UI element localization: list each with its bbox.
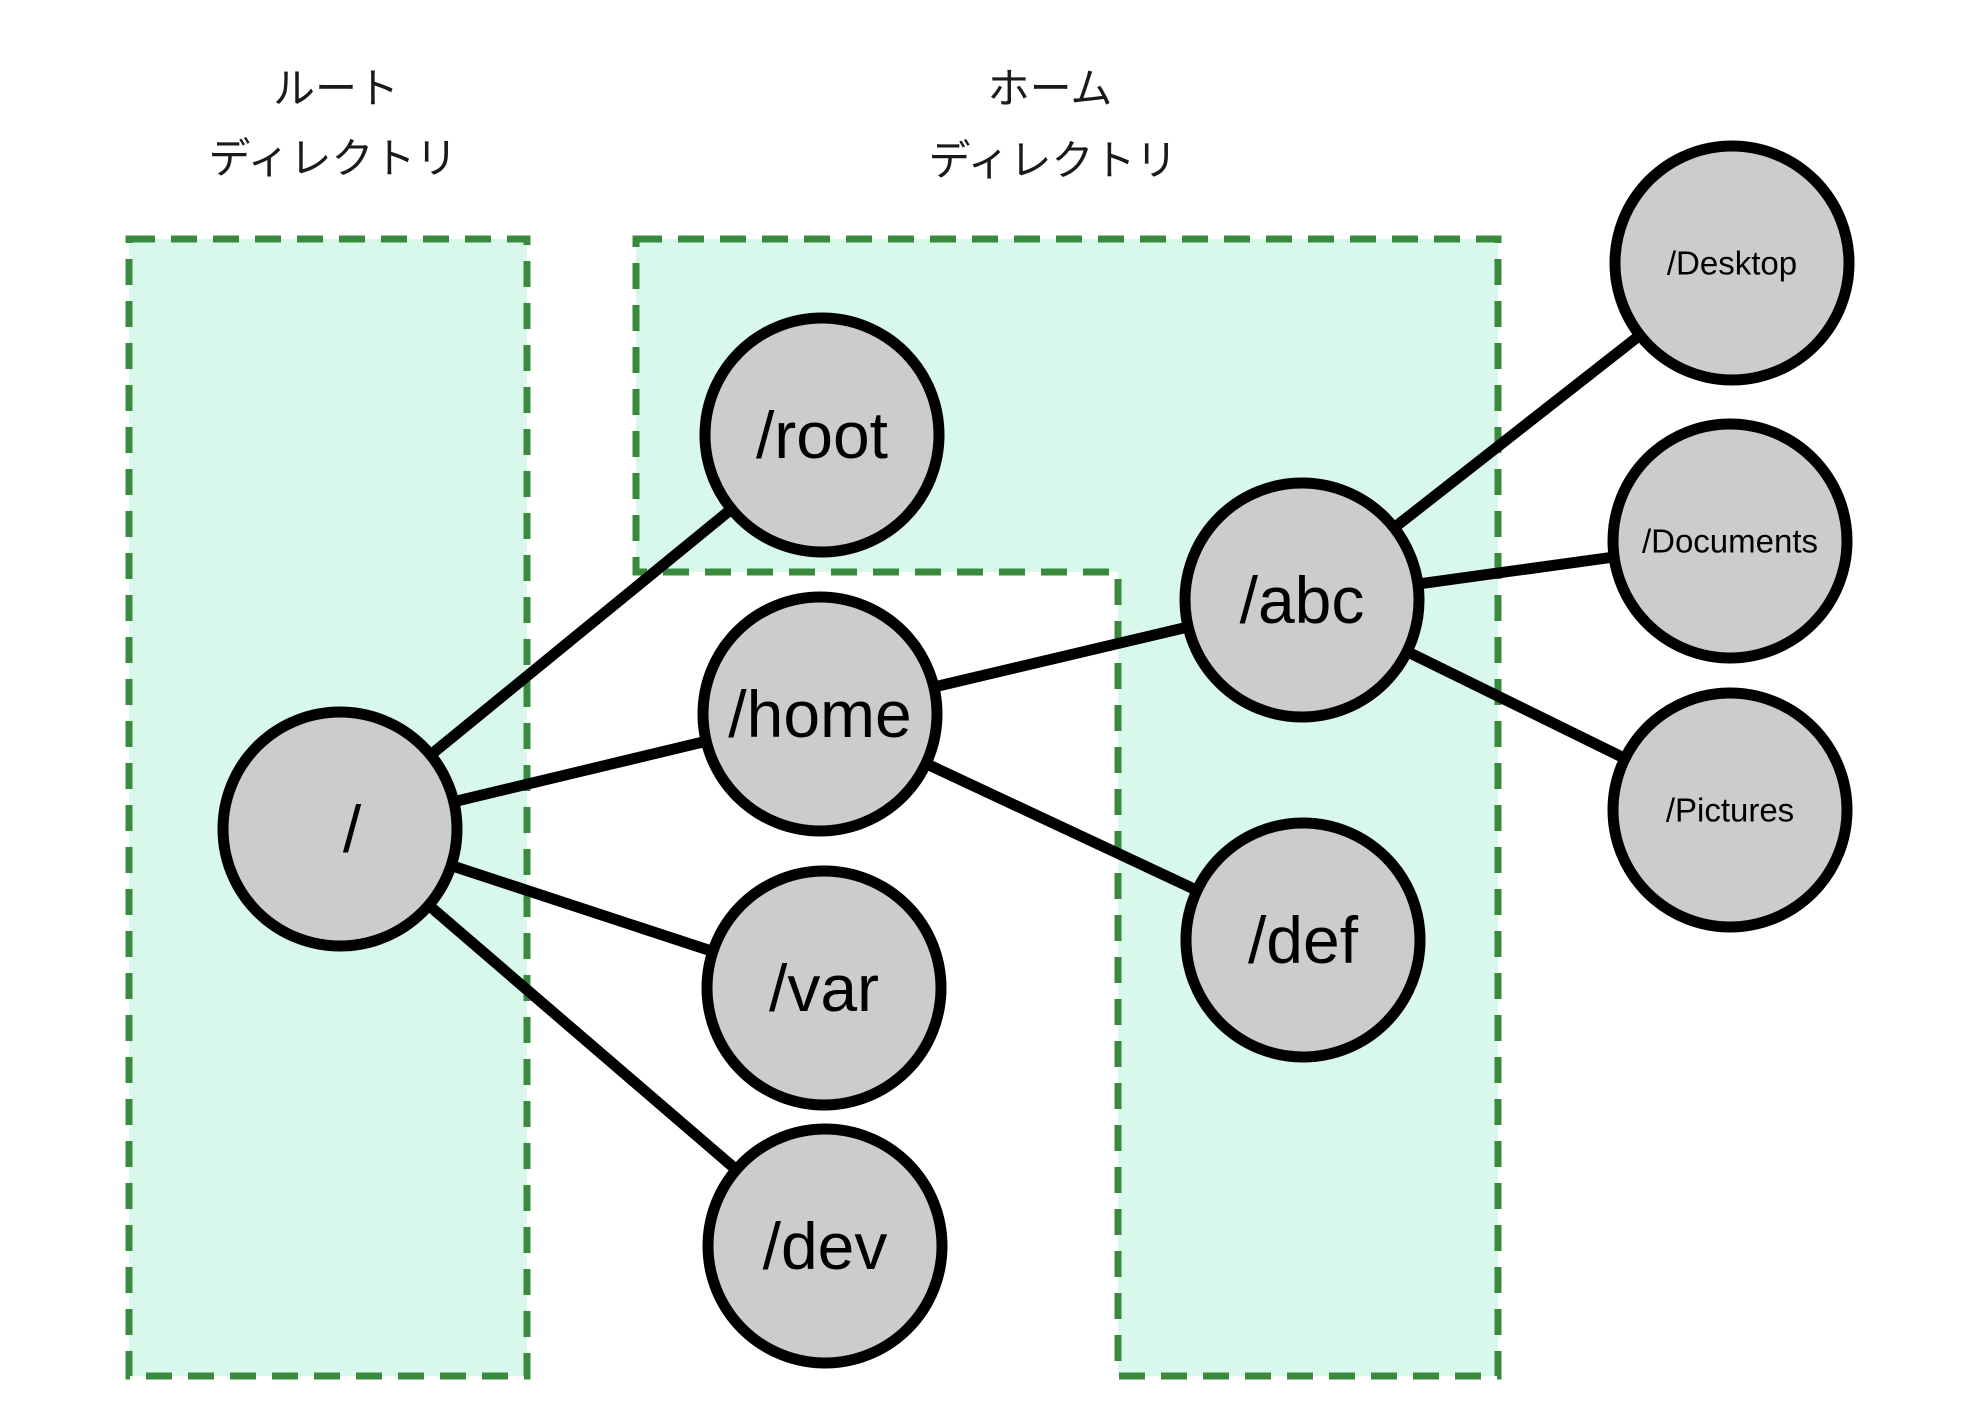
node-root-circle (699, 312, 945, 558)
home-directory-title-line1: ホーム (988, 65, 1113, 112)
node-root: /root (699, 312, 945, 558)
node-desktop-circle (1609, 140, 1855, 386)
node-var-label: /var (769, 951, 879, 1025)
node-desktop-label: /Desktop (1667, 245, 1797, 282)
node-abc-label: /abc (1240, 563, 1365, 637)
root-directory-title-line2: ディレクトリ (208, 135, 457, 182)
node-slash: / (217, 706, 463, 952)
region-home-directory-border (632, 235, 1502, 1380)
node-dev-label: /dev (763, 1209, 888, 1283)
node-def-circle (1180, 817, 1426, 1063)
node-def: /def (1180, 817, 1426, 1063)
node-var: /var (701, 865, 947, 1111)
region-root-directory-border (125, 235, 531, 1380)
node-pictures-circle (1607, 687, 1853, 933)
node-abc-circle (1179, 477, 1425, 723)
node-pictures: /Pictures (1607, 687, 1853, 933)
node-documents: /Documents (1607, 418, 1853, 664)
node-slash-circle (217, 706, 463, 952)
node-pictures-label: /Pictures (1666, 792, 1794, 829)
node-home-circle (697, 591, 943, 837)
node-dev: /dev (702, 1123, 948, 1369)
node-def-label: /def (1248, 903, 1359, 977)
node-documents-label: /Documents (1642, 523, 1818, 560)
node-dev-circle (702, 1123, 948, 1369)
home-directory-title-line2: ディレクトリ (928, 137, 1177, 184)
node-root-label: /root (756, 398, 888, 472)
node-documents-circle (1607, 418, 1853, 664)
node-abc: /abc (1179, 477, 1425, 723)
node-home: /home (697, 591, 943, 837)
node-home-label: /home (728, 677, 911, 751)
node-var-circle (701, 865, 947, 1111)
root-directory-title-line1: ルート (273, 65, 399, 112)
node-desktop: /Desktop (1609, 140, 1855, 386)
node-slash-label: / (343, 792, 362, 866)
